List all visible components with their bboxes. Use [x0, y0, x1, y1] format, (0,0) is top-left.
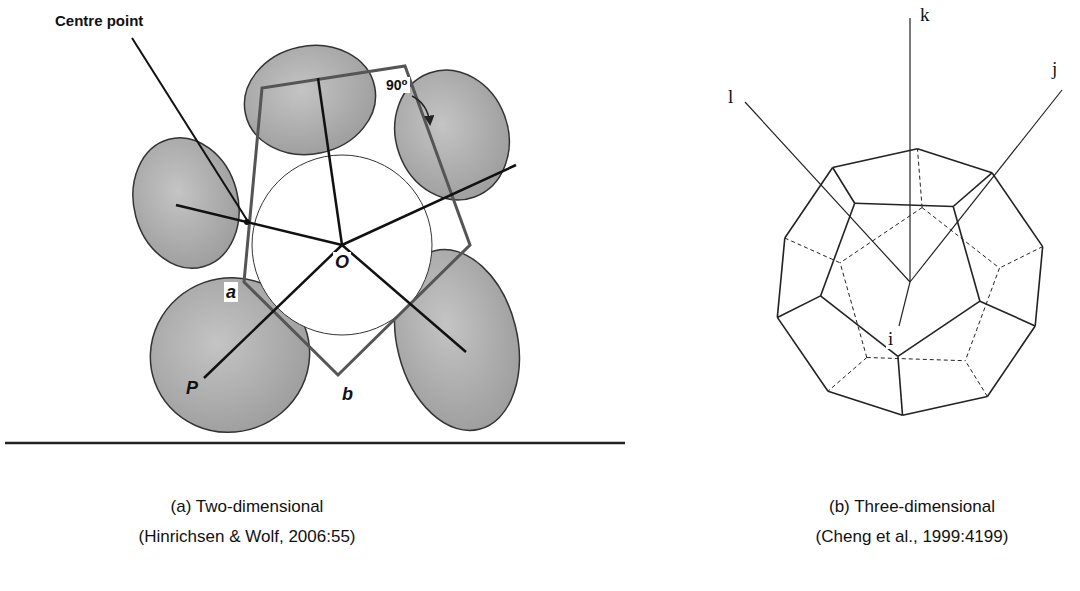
angle-label: 90⁰	[384, 77, 410, 93]
axis-label: k	[920, 4, 930, 25]
visible-edge	[777, 238, 784, 317]
voronoi-cell	[244, 66, 470, 375]
visible-edge	[903, 396, 988, 415]
dodecahedron	[777, 149, 1042, 416]
hidden-edge	[999, 247, 1042, 269]
visible-edge	[953, 173, 992, 207]
visible-edge	[828, 391, 903, 415]
figure-source-box: (Hinrichsen & Wolf, 2006:55)	[138, 527, 355, 547]
visible-edge	[1035, 247, 1042, 326]
point-label: b	[342, 384, 353, 404]
axes	[745, 18, 1062, 326]
visible-edge	[855, 203, 953, 206]
visible-edge	[898, 301, 980, 356]
hidden-edge	[917, 149, 922, 208]
particles	[119, 33, 538, 454]
point-label-box: O	[333, 252, 351, 273]
hidden-edge	[828, 357, 867, 391]
point-label: O	[333, 252, 351, 272]
angle-arrow	[412, 96, 430, 124]
hidden-edge	[840, 263, 867, 358]
visible-edge	[833, 168, 855, 204]
radial-lines	[176, 78, 516, 378]
hidden-edge	[965, 361, 987, 397]
hidden-edge	[840, 208, 922, 263]
visible-edge	[777, 317, 828, 391]
axis-label-box: k	[920, 4, 930, 26]
figure-caption-box: (a) Two-dimensional	[171, 497, 324, 517]
point-label-box: P	[186, 378, 198, 399]
figure-source: (Hinrichsen & Wolf, 2006:55)	[138, 527, 355, 546]
point-label-box: a	[224, 282, 238, 303]
figure-caption: (b) Three-dimensional	[829, 497, 995, 516]
axis-label: l	[728, 86, 733, 107]
axis-label: j	[1052, 58, 1057, 79]
hidden-edge	[965, 268, 999, 361]
visible-edge	[821, 296, 898, 357]
point-label: P	[186, 378, 198, 398]
axis-label-box: l	[728, 86, 733, 108]
visible-edge	[917, 149, 992, 173]
visible-edge	[785, 168, 833, 239]
axis-label: i	[886, 328, 895, 349]
ground-line	[5, 442, 625, 445]
visible-edge	[992, 173, 1043, 247]
visible-edge	[953, 207, 980, 302]
angle-label-box: 90⁰	[384, 76, 410, 94]
visible-edge	[898, 356, 903, 415]
callout-label: Centre point	[55, 12, 143, 29]
visible-edge	[821, 203, 855, 296]
figure-caption-box: (b) Three-dimensional	[829, 497, 995, 517]
visible-edge	[987, 326, 1035, 397]
hidden-edge	[922, 208, 999, 269]
hidden-edge	[867, 357, 965, 360]
hidden-edge	[785, 238, 840, 263]
callout-label-box: Centre point	[55, 12, 143, 30]
visible-edge	[980, 301, 1035, 326]
leader-line	[132, 38, 247, 220]
point-label-box: b	[342, 384, 353, 405]
visible-edge	[777, 296, 820, 318]
visible-edge	[833, 149, 918, 168]
point-label: a	[224, 282, 238, 302]
particle	[119, 126, 254, 280]
figure-source-box: (Cheng et al., 1999:4199)	[816, 527, 1009, 547]
figure-caption: (a) Two-dimensional	[171, 497, 324, 516]
axis-label-box: j	[1052, 58, 1057, 80]
centre-dot	[244, 219, 250, 225]
axis-label-box: i	[886, 328, 895, 350]
figure-source: (Cheng et al., 1999:4199)	[816, 527, 1009, 546]
